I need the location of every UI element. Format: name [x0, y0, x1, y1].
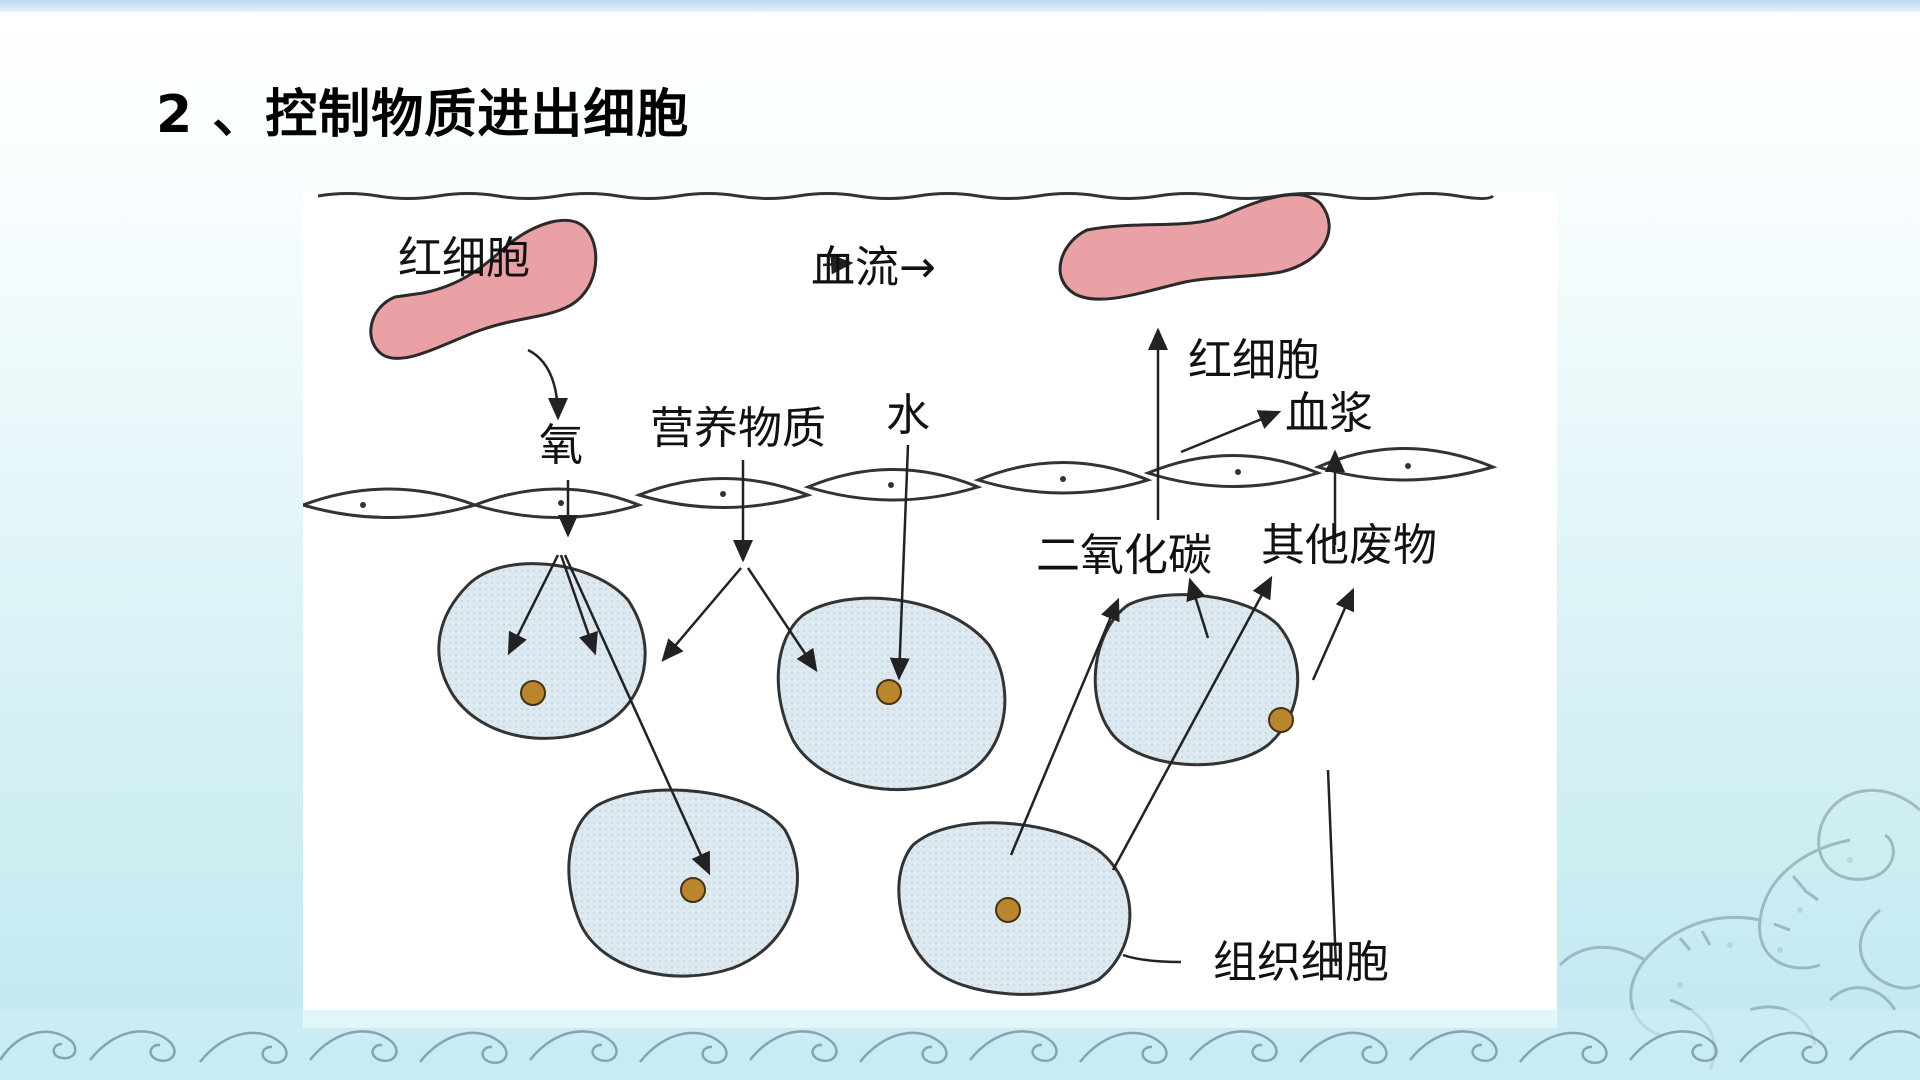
label-red-cell-left: 红细胞	[398, 233, 530, 284]
nucleus	[520, 680, 546, 706]
tissue-cells	[437, 562, 1300, 996]
slide-title: 2 、控制物质进出细胞	[156, 85, 690, 145]
nucleus	[995, 897, 1021, 923]
label-other-waste: 其他废物	[1261, 520, 1437, 571]
label-blood-flow: 血流→	[811, 242, 936, 293]
label-plasma: 血浆	[1285, 388, 1373, 439]
label-water: 水	[886, 390, 930, 441]
arrow-waste-from-cell-5	[1111, 575, 1273, 871]
capillary-wall-bottom	[303, 447, 1498, 519]
arrow-oxygen-to-cell-1b	[559, 554, 598, 656]
arrow-waste-from-cell-3	[1311, 587, 1355, 681]
label-carbon-dioxide: 二氧化碳	[1036, 530, 1212, 581]
wave-border-decoration	[0, 1010, 1920, 1080]
nucleus	[1268, 707, 1294, 733]
arrow-blood-flow	[822, 254, 854, 275]
arrow-nutrients-left	[661, 567, 742, 662]
arrow-water	[889, 444, 910, 681]
arrow-co2-from-cell-3	[1186, 577, 1210, 639]
top-accent-bar	[0, 0, 1920, 12]
leader-tissue-cells-1	[1326, 769, 1338, 967]
tissue-cell	[1093, 593, 1300, 767]
label-red-cell-right: 红细胞	[1188, 335, 1320, 386]
label-nutrients: 营养物质	[650, 403, 826, 454]
arrow-oxygen-to-cell-1	[507, 554, 560, 656]
label-tissue-cells: 组织细胞	[1213, 937, 1389, 988]
arrow-plasma	[1180, 410, 1282, 454]
leader-tissue-cells-2	[1122, 953, 1182, 964]
capillary-wall-top	[317, 192, 1495, 200]
capillary-exchange-diagram: 红细胞 血流→ 红细胞 血浆 氧 营养物质 水 二氧化碳 其他废物 组织细胞	[303, 190, 1557, 1028]
arrow-co2-from-cell-5	[1009, 597, 1120, 856]
arrow-oxygen-to-cell-4	[563, 554, 711, 876]
label-oxygen: 氧	[539, 420, 583, 471]
nucleus	[876, 679, 902, 705]
nucleus	[680, 877, 706, 903]
arrow-oxygen-release	[527, 348, 568, 421]
red-blood-cell-left	[369, 218, 598, 360]
tissue-cell	[437, 562, 647, 740]
arrow-nutrients-right	[746, 567, 818, 673]
red-blood-cell-right	[1058, 193, 1331, 301]
